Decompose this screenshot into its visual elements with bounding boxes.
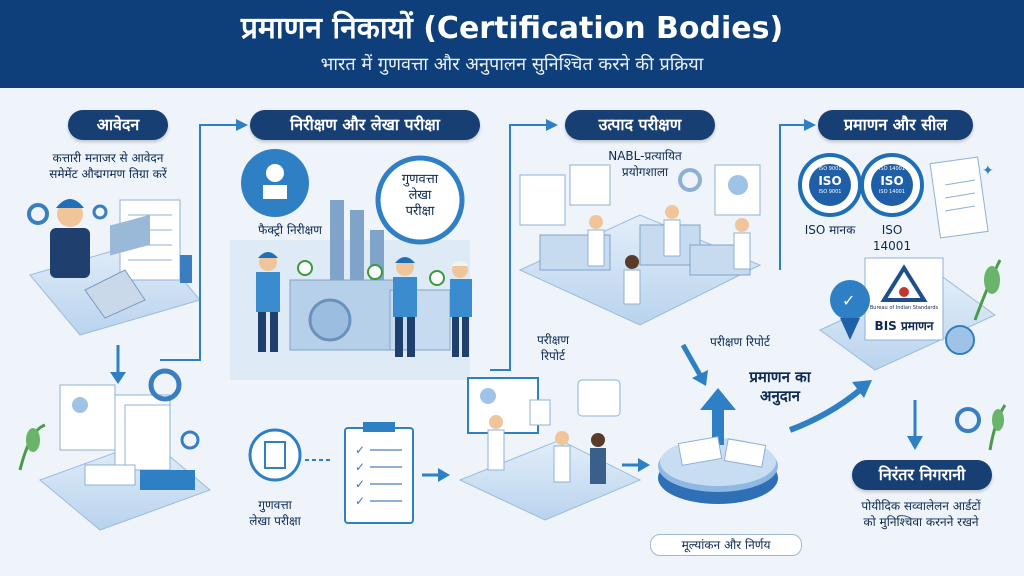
iso-badge-1: ISO 9001 ISO ISO 9001: [818, 166, 842, 195]
test-report-right-label: परीक्षण रिपोर्ट: [710, 335, 770, 349]
clipboard-illustration: ✓ ✓ ✓ ✓: [248, 422, 414, 524]
svg-text:✓: ✓: [355, 494, 365, 508]
evaluation-disc: [658, 388, 778, 504]
page-title: प्रमाणन निकायों (Certification Bodies): [240, 11, 784, 46]
certification-illustration: ✓ ✦: [798, 153, 1002, 371]
quality-audit-circle-label: गुणवत्ता लेखा परीक्षा: [401, 172, 439, 219]
application-desc: कत्तारी मनाजर से आवेदन समेमेंट औद्मगमण त…: [49, 151, 167, 181]
quality-audit-bottom-label: गुणवत्ता लेखा परीक्षा: [249, 498, 301, 528]
monitoring-desc: पोयीदिक सव्वालेलन आर्डटों को मुनिश्चिवा …: [861, 499, 981, 529]
header-banner: [0, 0, 1024, 88]
test-report-left-label: परीक्षण रिपोर्ट: [536, 333, 570, 363]
nabl-lab-label: NABL-प्रत्यायित प्रयोगशाला: [608, 149, 682, 179]
bis-mark-label: BIS प्रमाणन: [874, 319, 934, 333]
inspector-icon: [241, 149, 309, 217]
factory-illustration: [230, 200, 472, 380]
application-illustration: [27, 199, 201, 336]
grant-of-certification-label: प्रमाणन का अनुदान: [749, 368, 811, 405]
step-product-testing: उत्पाद परीक्षण: [565, 110, 715, 140]
step-certification-seal: प्रमाणन और सील: [818, 110, 973, 140]
step-inspection-audit: निरीक्षण और लेखा परीक्षा: [250, 110, 480, 140]
lab-illustration: [518, 164, 762, 326]
lab-bottom-illustration: [458, 377, 642, 521]
quality-audit-circle: [375, 155, 465, 245]
iso-14001-label: ISO 14001: [872, 223, 912, 253]
svg-text:✓: ✓: [355, 460, 365, 474]
iso-badge-2: ISO 14001 ISO ISO 14001: [878, 166, 906, 195]
svg-text:✓: ✓: [355, 443, 365, 457]
svg-text:✦: ✦: [982, 163, 994, 179]
page-subtitle: भारत में गुणवत्ता और अनुपालन सुनिश्चित क…: [320, 54, 704, 75]
factory-inspection-label: फैक्ट्री निरीक्षण: [258, 223, 322, 237]
svg-text:✓: ✓: [355, 477, 365, 491]
bis-small-label: Bureau of Indian Standards: [869, 305, 939, 311]
step-continuous-monitoring: निरंतर निगरानी: [852, 460, 992, 490]
svg-text:✓: ✓: [842, 291, 855, 310]
iso-standard-label: ISO मानक: [804, 223, 856, 237]
evaluation-decision-label: मूल्यांकन और निर्णय: [650, 534, 802, 556]
step-application: आवेदन: [68, 110, 168, 140]
documents-illustration: [18, 368, 211, 531]
